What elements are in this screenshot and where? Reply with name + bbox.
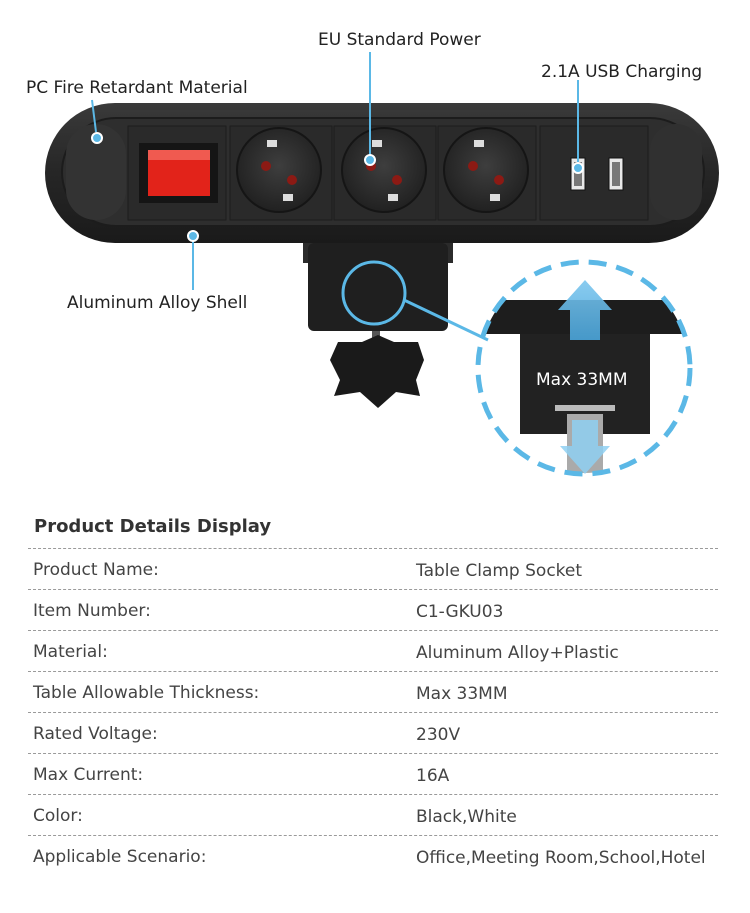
eu-socket-2 <box>341 127 427 213</box>
row-value: Black,White <box>416 807 517 827</box>
table-row: Color: Black,White <box>28 794 718 835</box>
row-label: Product Name: <box>33 560 159 580</box>
table-row: Item Number: C1-GKU03 <box>28 589 718 630</box>
callout-dots <box>91 132 584 242</box>
row-value: 16A <box>416 766 450 786</box>
row-label: Item Number: <box>33 601 151 621</box>
table-row: Applicable Scenario: Office,Meeting Room… <box>28 835 718 876</box>
row-value: Max 33MM <box>416 684 508 704</box>
table-row: Product Name: Table Clamp Socket <box>28 548 718 589</box>
callout-pc-fire-retardant: PC Fire Retardant Material <box>26 78 248 98</box>
thickness-zoom-view <box>475 259 693 477</box>
row-value: Aluminum Alloy+Plastic <box>416 643 619 663</box>
zoom-connector <box>403 298 489 342</box>
table-row: Table Allowable Thickness: Max 33MM <box>28 671 718 712</box>
row-label: Table Allowable Thickness: <box>33 683 260 703</box>
callout-eu-standard-power: EU Standard Power <box>318 30 481 50</box>
callout-max-thickness: Max 33MM <box>536 370 628 390</box>
row-label: Color: <box>33 806 83 826</box>
callout-lines <box>91 52 579 290</box>
product-illustration <box>45 52 719 477</box>
row-value: Office,Meeting Room,School,Hotel <box>416 848 706 868</box>
row-label: Applicable Scenario: <box>33 847 207 867</box>
table-row: Max Current: 16A <box>28 753 718 794</box>
power-switch <box>139 143 218 203</box>
row-value: 230V <box>416 725 461 745</box>
row-value: Table Clamp Socket <box>416 561 583 581</box>
callout-aluminum-alloy-shell: Aluminum Alloy Shell <box>67 293 248 313</box>
table-row: Rated Voltage: 230V <box>28 712 718 753</box>
details-table: Product Name: Table Clamp Socket Item Nu… <box>28 548 718 876</box>
callout-usb-charging: 2.1A USB Charging <box>541 62 703 82</box>
eu-socket-3 <box>443 127 529 213</box>
clamp-focus-ring <box>341 260 407 326</box>
row-value: C1-GKU03 <box>416 602 504 622</box>
table-clamp <box>303 243 453 408</box>
details-title: Product Details Display <box>34 516 272 537</box>
row-label: Max Current: <box>33 765 144 785</box>
row-label: Rated Voltage: <box>33 724 158 744</box>
row-label: Material: <box>33 642 108 662</box>
eu-socket-1 <box>236 127 322 213</box>
table-row: Material: Aluminum Alloy+Plastic <box>28 630 718 671</box>
